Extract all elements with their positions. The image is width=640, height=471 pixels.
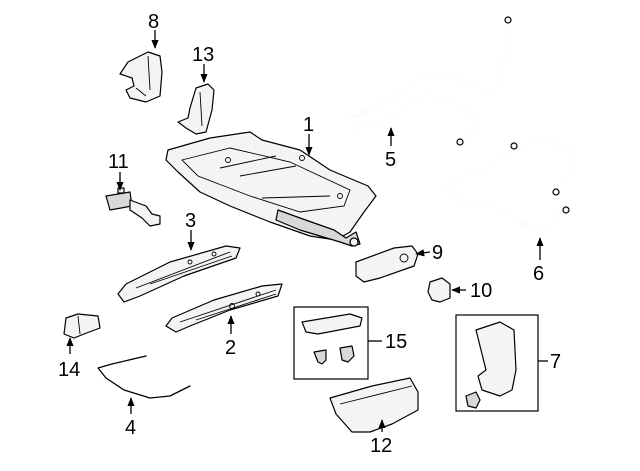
part-11-motor[interactable] <box>105 187 161 227</box>
callout-6: 6 <box>533 263 544 285</box>
callout-7: 7 <box>550 351 561 373</box>
part-1-cushion-frame[interactable] <box>165 131 377 247</box>
callout-2: 2 <box>225 337 236 359</box>
part-2-seat-track[interactable] <box>165 283 283 333</box>
callout-3: 3 <box>185 210 196 232</box>
callout-labels: 8 13 1 5 11 3 9 10 6 2 14 4 12 15 7 <box>58 11 561 457</box>
part-9-cover[interactable] <box>355 245 419 283</box>
callout-12: 12 <box>370 435 392 457</box>
leaders <box>66 30 548 432</box>
callout-4: 4 <box>125 417 136 439</box>
part-15-kit[interactable] <box>293 306 369 380</box>
part-10-knob[interactable] <box>427 277 451 303</box>
part-7-kit[interactable] <box>455 314 539 412</box>
part-3-seat-track[interactable] <box>117 245 241 303</box>
callout-8: 8 <box>148 11 159 33</box>
part-4-rod[interactable] <box>97 355 191 399</box>
part-7-box <box>455 314 539 412</box>
callout-11: 11 <box>108 151 129 173</box>
part-8-side-cover[interactable] <box>119 51 163 103</box>
callout-14: 14 <box>58 359 80 381</box>
callout-1: 1 <box>303 114 314 136</box>
callout-15: 15 <box>385 331 407 353</box>
part-14-bracket[interactable] <box>63 313 101 339</box>
part-15-box <box>293 306 369 380</box>
part-5-cable-loop[interactable] <box>351 16 512 146</box>
part-6-cable-loop[interactable] <box>445 139 575 234</box>
callout-13: 13 <box>192 44 214 66</box>
callout-5: 5 <box>385 149 396 171</box>
part-12-cover[interactable] <box>329 377 419 433</box>
part-13-inner-cover[interactable] <box>177 83 215 135</box>
callout-9: 9 <box>432 242 443 264</box>
callout-10: 10 <box>470 280 492 302</box>
